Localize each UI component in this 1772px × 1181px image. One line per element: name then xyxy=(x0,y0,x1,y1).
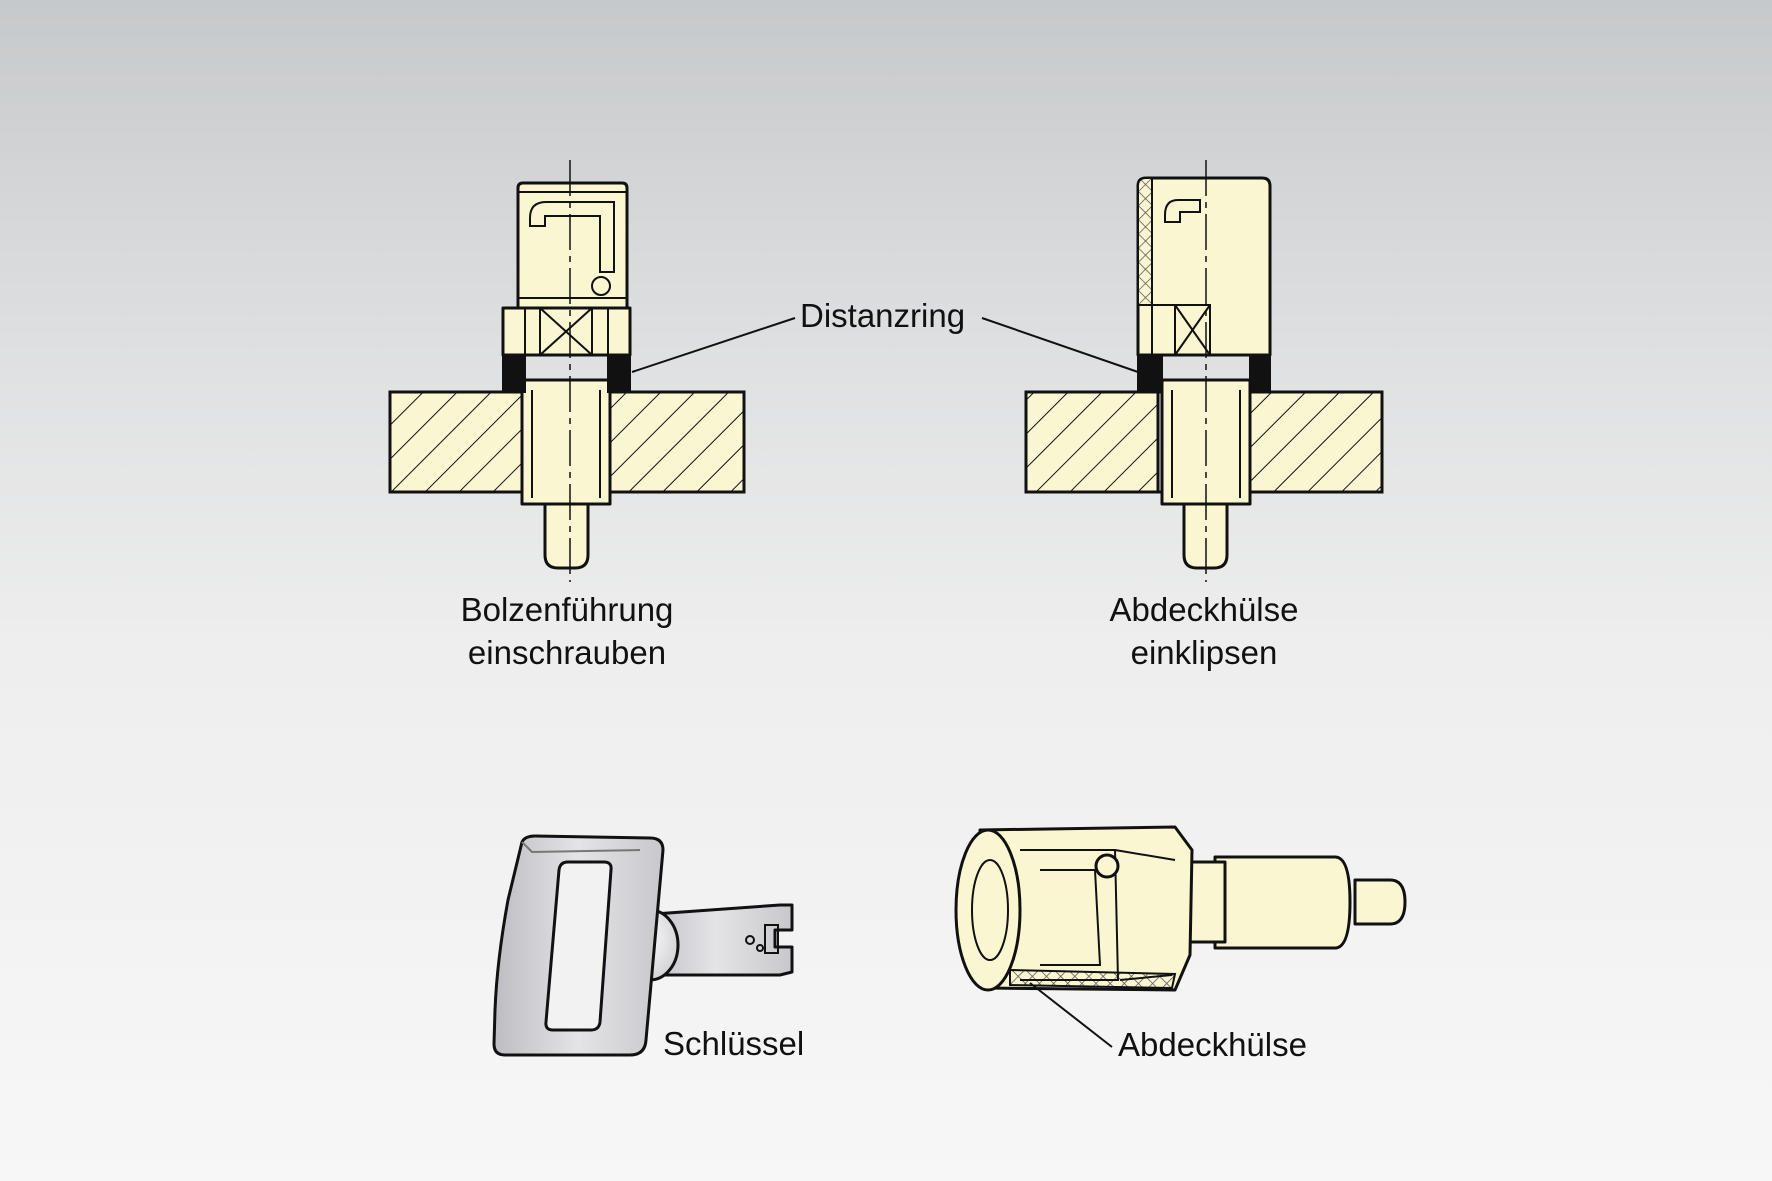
label-abdeckhuelse: Abdeckhülse xyxy=(1118,1026,1307,1063)
key-illustration xyxy=(492,834,794,1057)
key-bow-opening xyxy=(544,860,613,1032)
leader-distanzring-right xyxy=(981,317,1139,373)
distance-ring-left-half xyxy=(502,354,526,393)
bayonet-slot xyxy=(529,201,615,273)
locking-pin xyxy=(1182,502,1229,570)
label-distanzring: Distanzring xyxy=(800,297,965,334)
locking-pin xyxy=(543,502,590,570)
plate-section-left xyxy=(1024,390,1160,494)
caption-step2-line1: Abdeckhülse xyxy=(1110,591,1299,628)
leader-distanzring-left xyxy=(631,317,796,373)
caption-step1-line2: einschrauben xyxy=(468,634,666,671)
caption-step1-line1: Bolzenführung xyxy=(461,591,674,628)
threaded-shank xyxy=(1213,855,1352,950)
key-shaft xyxy=(638,903,794,977)
caption-step2-line2: einklipsen xyxy=(1131,634,1278,671)
plate-section-right xyxy=(1248,390,1384,494)
bayonet-slot xyxy=(1164,199,1201,223)
distance-ring-left-half xyxy=(1137,354,1163,393)
step2-clip-in-drawing xyxy=(1024,160,1384,582)
step1-screw-in-drawing xyxy=(388,160,746,582)
distance-ring-right-half xyxy=(1249,354,1271,393)
leader-abdeckhuelse xyxy=(1029,982,1113,1048)
pin-tip xyxy=(1353,878,1407,926)
sleeve-window xyxy=(1020,849,1120,981)
distance-ring-right-half xyxy=(607,354,631,393)
plate-section-left xyxy=(388,390,524,494)
plate-section-right xyxy=(608,390,746,494)
sleeve-3d-illustration xyxy=(954,825,1407,992)
cover-sleeve xyxy=(1136,176,1272,357)
slot-pin xyxy=(1094,853,1120,879)
sleeve-front-face xyxy=(954,828,1022,992)
threaded-body xyxy=(520,378,612,506)
label-schluessel: Schlüssel xyxy=(663,1025,804,1062)
slot-pin xyxy=(591,276,611,296)
